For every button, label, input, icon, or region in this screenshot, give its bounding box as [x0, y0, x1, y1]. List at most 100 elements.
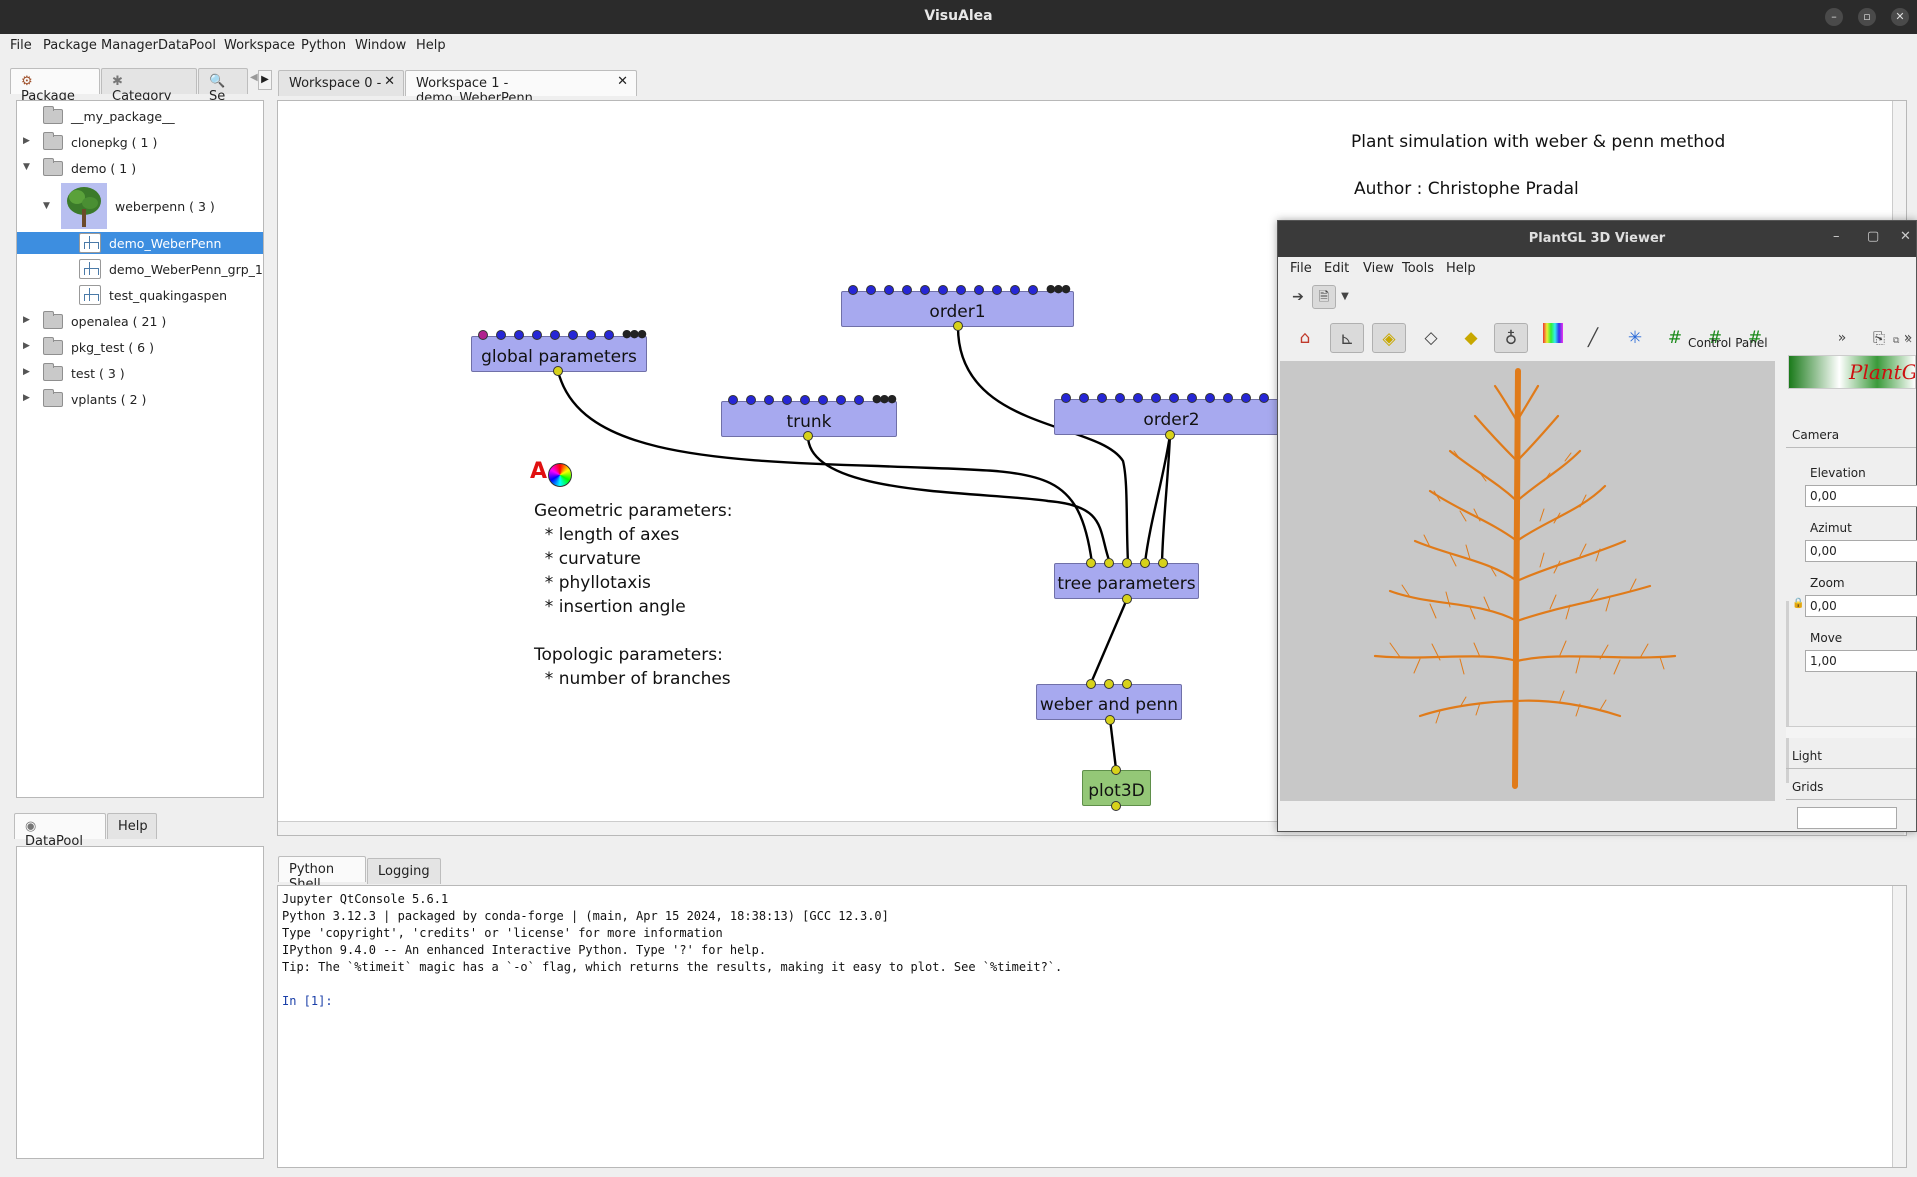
toolbar-overflow-icon[interactable]: » [1837, 330, 1847, 346]
tab-workspace-1[interactable]: Workspace 1 - demo_WeberPenn ✕ [405, 70, 637, 106]
input-port[interactable] [800, 395, 810, 405]
panel-float-icon[interactable]: ⧉ [1893, 336, 1900, 346]
rotate-icon[interactable]: ◈ [1372, 323, 1406, 353]
light-bulb-icon[interactable]: ♁ [1494, 323, 1528, 353]
viewer-status-field[interactable] [1797, 807, 1897, 829]
input-port[interactable] [1133, 393, 1143, 403]
tab-scroll-right-icon[interactable]: ▶ [258, 70, 272, 90]
tab-search[interactable]: 🔍Se [198, 68, 248, 104]
input-port[interactable] [1122, 679, 1132, 689]
input-port[interactable] [1111, 765, 1121, 775]
collapse-arrow-icon[interactable]: ▼ [23, 162, 30, 172]
input-port[interactable] [782, 395, 792, 405]
output-port[interactable] [1122, 594, 1132, 604]
tree-item[interactable]: ▼ weberpenn ( 3 ) [17, 183, 262, 231]
toolbar-overflow-icon[interactable]: » [1903, 330, 1913, 346]
panel-splitter[interactable] [1786, 601, 1789, 783]
tab-logging[interactable]: Logging [367, 858, 441, 884]
tab-datapool[interactable]: ◉ DataPool [14, 813, 106, 849]
tree-item[interactable]: ▶ test ( 3 ) [23, 363, 125, 381]
input-port[interactable] [1158, 558, 1168, 568]
input-port[interactable] [1079, 393, 1089, 403]
shell-scrollbar[interactable] [1892, 886, 1906, 1167]
menu-package-manager[interactable]: Package Manager [43, 38, 159, 53]
input-port[interactable] [1169, 393, 1179, 403]
input-port[interactable] [1259, 393, 1269, 403]
tree-item[interactable]: __my_package__ [17, 105, 262, 127]
viewer-minimize-button[interactable]: – [1833, 229, 1840, 244]
output-port[interactable] [1105, 715, 1115, 725]
python-shell[interactable]: Jupyter QtConsole 5.6.1 Python 3.12.3 | … [277, 885, 1907, 1168]
input-port[interactable] [974, 285, 984, 295]
tab-category[interactable]: ✱ Category [101, 68, 197, 104]
viewer-close-button[interactable]: ✕ [1900, 229, 1911, 244]
viewer-menu-view[interactable]: View [1363, 261, 1394, 276]
node-order2[interactable]: order2 [1054, 399, 1289, 435]
tab-scroll-left-icon[interactable]: ◀ [250, 72, 258, 83]
node-tree-parameters[interactable]: tree parameters [1054, 563, 1199, 599]
collapse-arrow-icon[interactable]: ▼ [43, 201, 50, 211]
input-port[interactable] [866, 285, 876, 295]
menu-python[interactable]: Python [301, 38, 347, 53]
input-port[interactable] [818, 395, 828, 405]
document-icon[interactable]: 🗎 [1312, 285, 1336, 309]
input-port[interactable] [956, 285, 966, 295]
input-port[interactable] [1187, 393, 1197, 403]
tree-item[interactable]: ▼ demo ( 1 ) [23, 158, 137, 176]
input-port[interactable] [1140, 558, 1150, 568]
home-icon[interactable]: ⌂ [1299, 328, 1311, 348]
input-port[interactable] [478, 330, 488, 340]
tab-package[interactable]: ⚙ Package [10, 68, 100, 104]
plantgl-3d-canvas[interactable] [1280, 361, 1775, 801]
expand-arrow-icon[interactable]: ▶ [23, 315, 30, 325]
input-port[interactable] [1122, 558, 1132, 568]
viewer-menu-help[interactable]: Help [1446, 261, 1476, 276]
tree-item[interactable]: demo_WeberPenn_grp_1 [17, 258, 263, 280]
azimut-field[interactable]: 0,00 [1805, 540, 1917, 562]
input-port[interactable] [884, 285, 894, 295]
dropdown-arrow-icon[interactable]: ▼ [1341, 291, 1349, 302]
color-palette-icon[interactable] [1536, 323, 1570, 353]
input-port[interactable] [848, 285, 858, 295]
expand-arrow-icon[interactable]: ▶ [23, 367, 30, 377]
input-port[interactable] [728, 395, 738, 405]
tree-item[interactable]: ▶ vplants ( 2 ) [23, 389, 147, 407]
viewer-menu-tools[interactable]: Tools [1402, 261, 1435, 276]
menu-window[interactable]: Window [355, 38, 407, 53]
tree-item[interactable]: test_quakingaspen [17, 284, 262, 306]
input-port[interactable] [1104, 558, 1114, 568]
input-port[interactable] [764, 395, 774, 405]
input-port[interactable] [1028, 285, 1038, 295]
input-port[interactable] [586, 330, 596, 340]
output-port[interactable] [553, 366, 563, 376]
input-port[interactable] [902, 285, 912, 295]
close-button[interactable]: ✕ [1891, 8, 1909, 26]
grid-xy-icon[interactable]: # [1667, 328, 1683, 348]
grid-xz-icon[interactable]: # [1707, 328, 1723, 348]
input-port[interactable] [550, 330, 560, 340]
package-tree[interactable]: __my_package__ ▶ clonepkg ( 1 ) ▼ demo (… [16, 100, 264, 798]
menu-workspace[interactable]: Workspace [224, 38, 296, 53]
input-port[interactable] [604, 330, 614, 340]
menu-file[interactable]: File [10, 38, 32, 53]
expand-arrow-icon[interactable]: ▶ [23, 341, 30, 351]
tab-python-shell[interactable]: Python Shell [278, 856, 366, 892]
zoom-field[interactable]: 0,00 [1805, 595, 1917, 617]
input-port[interactable] [1241, 393, 1251, 403]
zoom-lock-icon[interactable]: 🔒 [1792, 598, 1805, 609]
close-tab-icon[interactable]: ✕ [384, 74, 395, 89]
input-port[interactable] [1086, 558, 1096, 568]
close-tab-icon[interactable]: ✕ [617, 74, 628, 89]
output-port[interactable] [803, 431, 813, 441]
input-port[interactable] [1097, 393, 1107, 403]
camera-section-header[interactable]: Camera [1792, 428, 1840, 442]
tab-help[interactable]: Help [107, 813, 157, 839]
output-port[interactable] [1111, 801, 1121, 811]
expand-arrow-icon[interactable]: ▶ [23, 393, 30, 403]
input-port[interactable] [1086, 679, 1096, 689]
viewer-menu-edit[interactable]: Edit [1324, 261, 1350, 276]
expand-arrow-icon[interactable]: ▶ [23, 136, 30, 146]
shell-prompt[interactable]: In [1]: [282, 994, 333, 1008]
input-port[interactable] [920, 285, 930, 295]
control-panel-scrollbar[interactable] [1786, 726, 1916, 738]
